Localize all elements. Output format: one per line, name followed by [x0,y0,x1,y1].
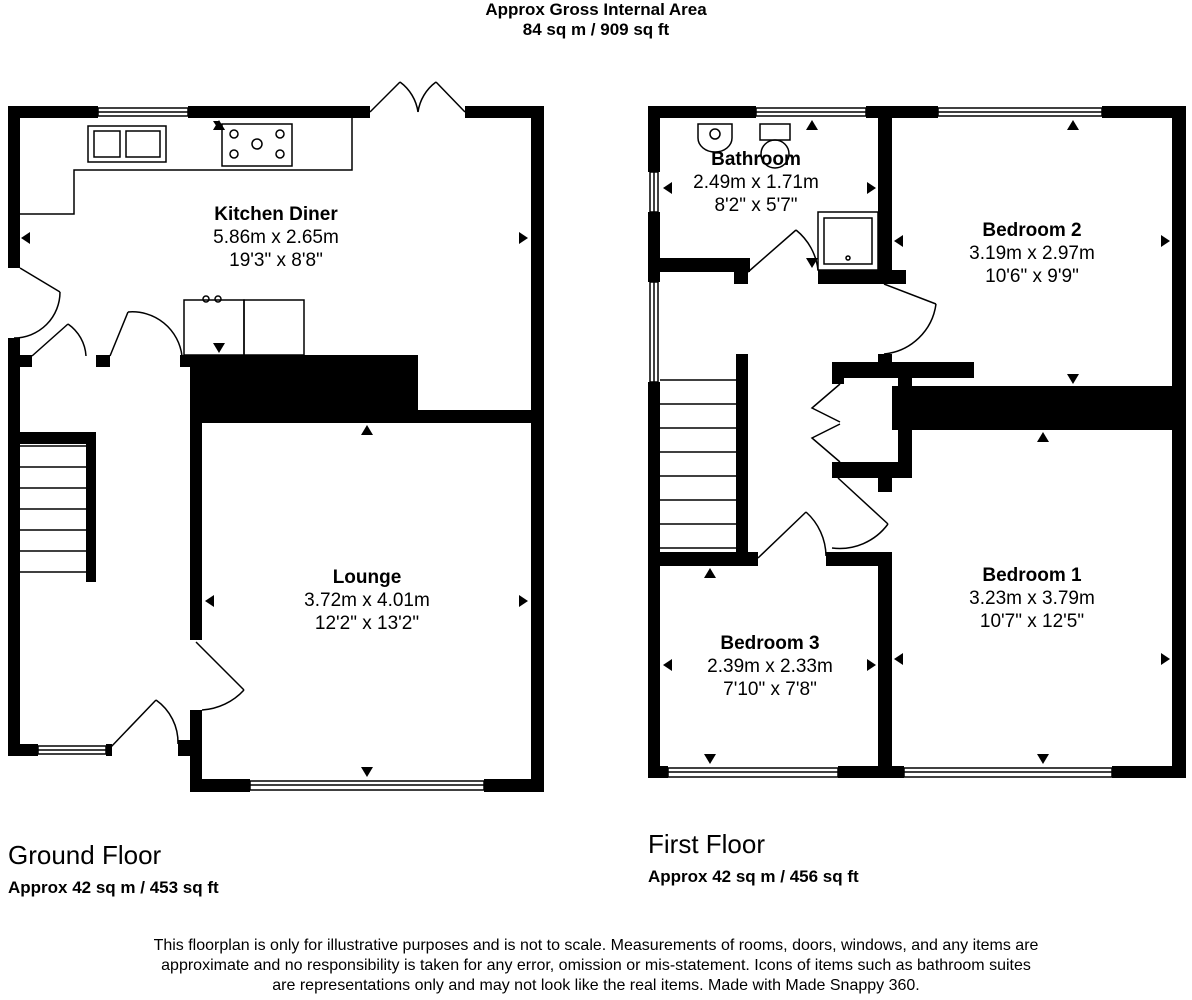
room-bedroom-2: Bedroom 2 3.19m x 2.97m 10'6" x 9'9" [932,219,1132,288]
ground-floor-lines [13,81,485,791]
room-metric: 3.23m x 3.79m [969,588,1095,609]
disclaimer-line: are representations only and may not loo… [272,977,920,994]
gross-area-value: 84 sq m / 909 sq ft [522,20,670,39]
ground-floor-area: Approx 42 sq m / 453 sq ft [8,878,219,897]
room-metric: 3.72m x 4.01m [304,590,430,611]
room-name: Bedroom 3 [720,633,820,654]
room-name: Bathroom [711,149,801,170]
disclaimer: This floorplan is only for illustrative … [100,936,1092,996]
first-floor-lines [649,107,1113,778]
first-floor-title: First Floor [648,829,765,859]
room-imperial: 10'7" x 12'5" [979,611,1085,632]
room-metric: 3.19m x 2.97m [969,243,1095,264]
room-lounge: Lounge 3.72m x 4.01m 12'2" x 13'2" [267,566,467,635]
first-floor-walls [648,106,1186,778]
disclaimer-line: approximate and no responsibility is tak… [161,957,1031,974]
room-bedroom-3: Bedroom 3 2.39m x 2.33m 7'10" x 7'8" [670,632,870,701]
floorplan-drawing [8,81,1186,792]
room-name: Lounge [332,567,402,588]
first-floor-area: Approx 42 sq m / 456 sq ft [648,867,859,886]
room-arrows [21,120,1170,777]
room-imperial: 10'6" x 9'9" [985,266,1079,287]
room-name: Bedroom 1 [982,565,1082,586]
room-kitchen-diner: Kitchen Diner 5.86m x 2.65m 19'3" x 8'8" [176,203,376,272]
room-metric: 2.39m x 2.33m [707,656,833,677]
room-bedroom-1: Bedroom 1 3.23m x 3.79m 10'7" x 12'5" [932,564,1132,633]
room-imperial: 7'10" x 7'8" [723,679,817,700]
room-imperial: 12'2" x 13'2" [314,613,420,634]
room-imperial: 8'2" x 5'7" [714,195,798,216]
room-imperial: 19'3" x 8'8" [229,250,323,271]
disclaimer-line: This floorplan is only for illustrative … [153,937,1039,954]
room-name: Kitchen Diner [214,204,338,225]
gross-area-title: Approx Gross Internal Area [485,0,707,19]
room-name: Bedroom 2 [982,220,1082,241]
ground-floor-title: Ground Floor [8,840,162,870]
room-metric: 2.49m x 1.71m [693,172,819,193]
ground-floor-walls [8,106,544,792]
room-metric: 5.86m x 2.65m [213,227,339,248]
room-bathroom: Bathroom 2.49m x 1.71m 8'2" x 5'7" [656,148,856,217]
